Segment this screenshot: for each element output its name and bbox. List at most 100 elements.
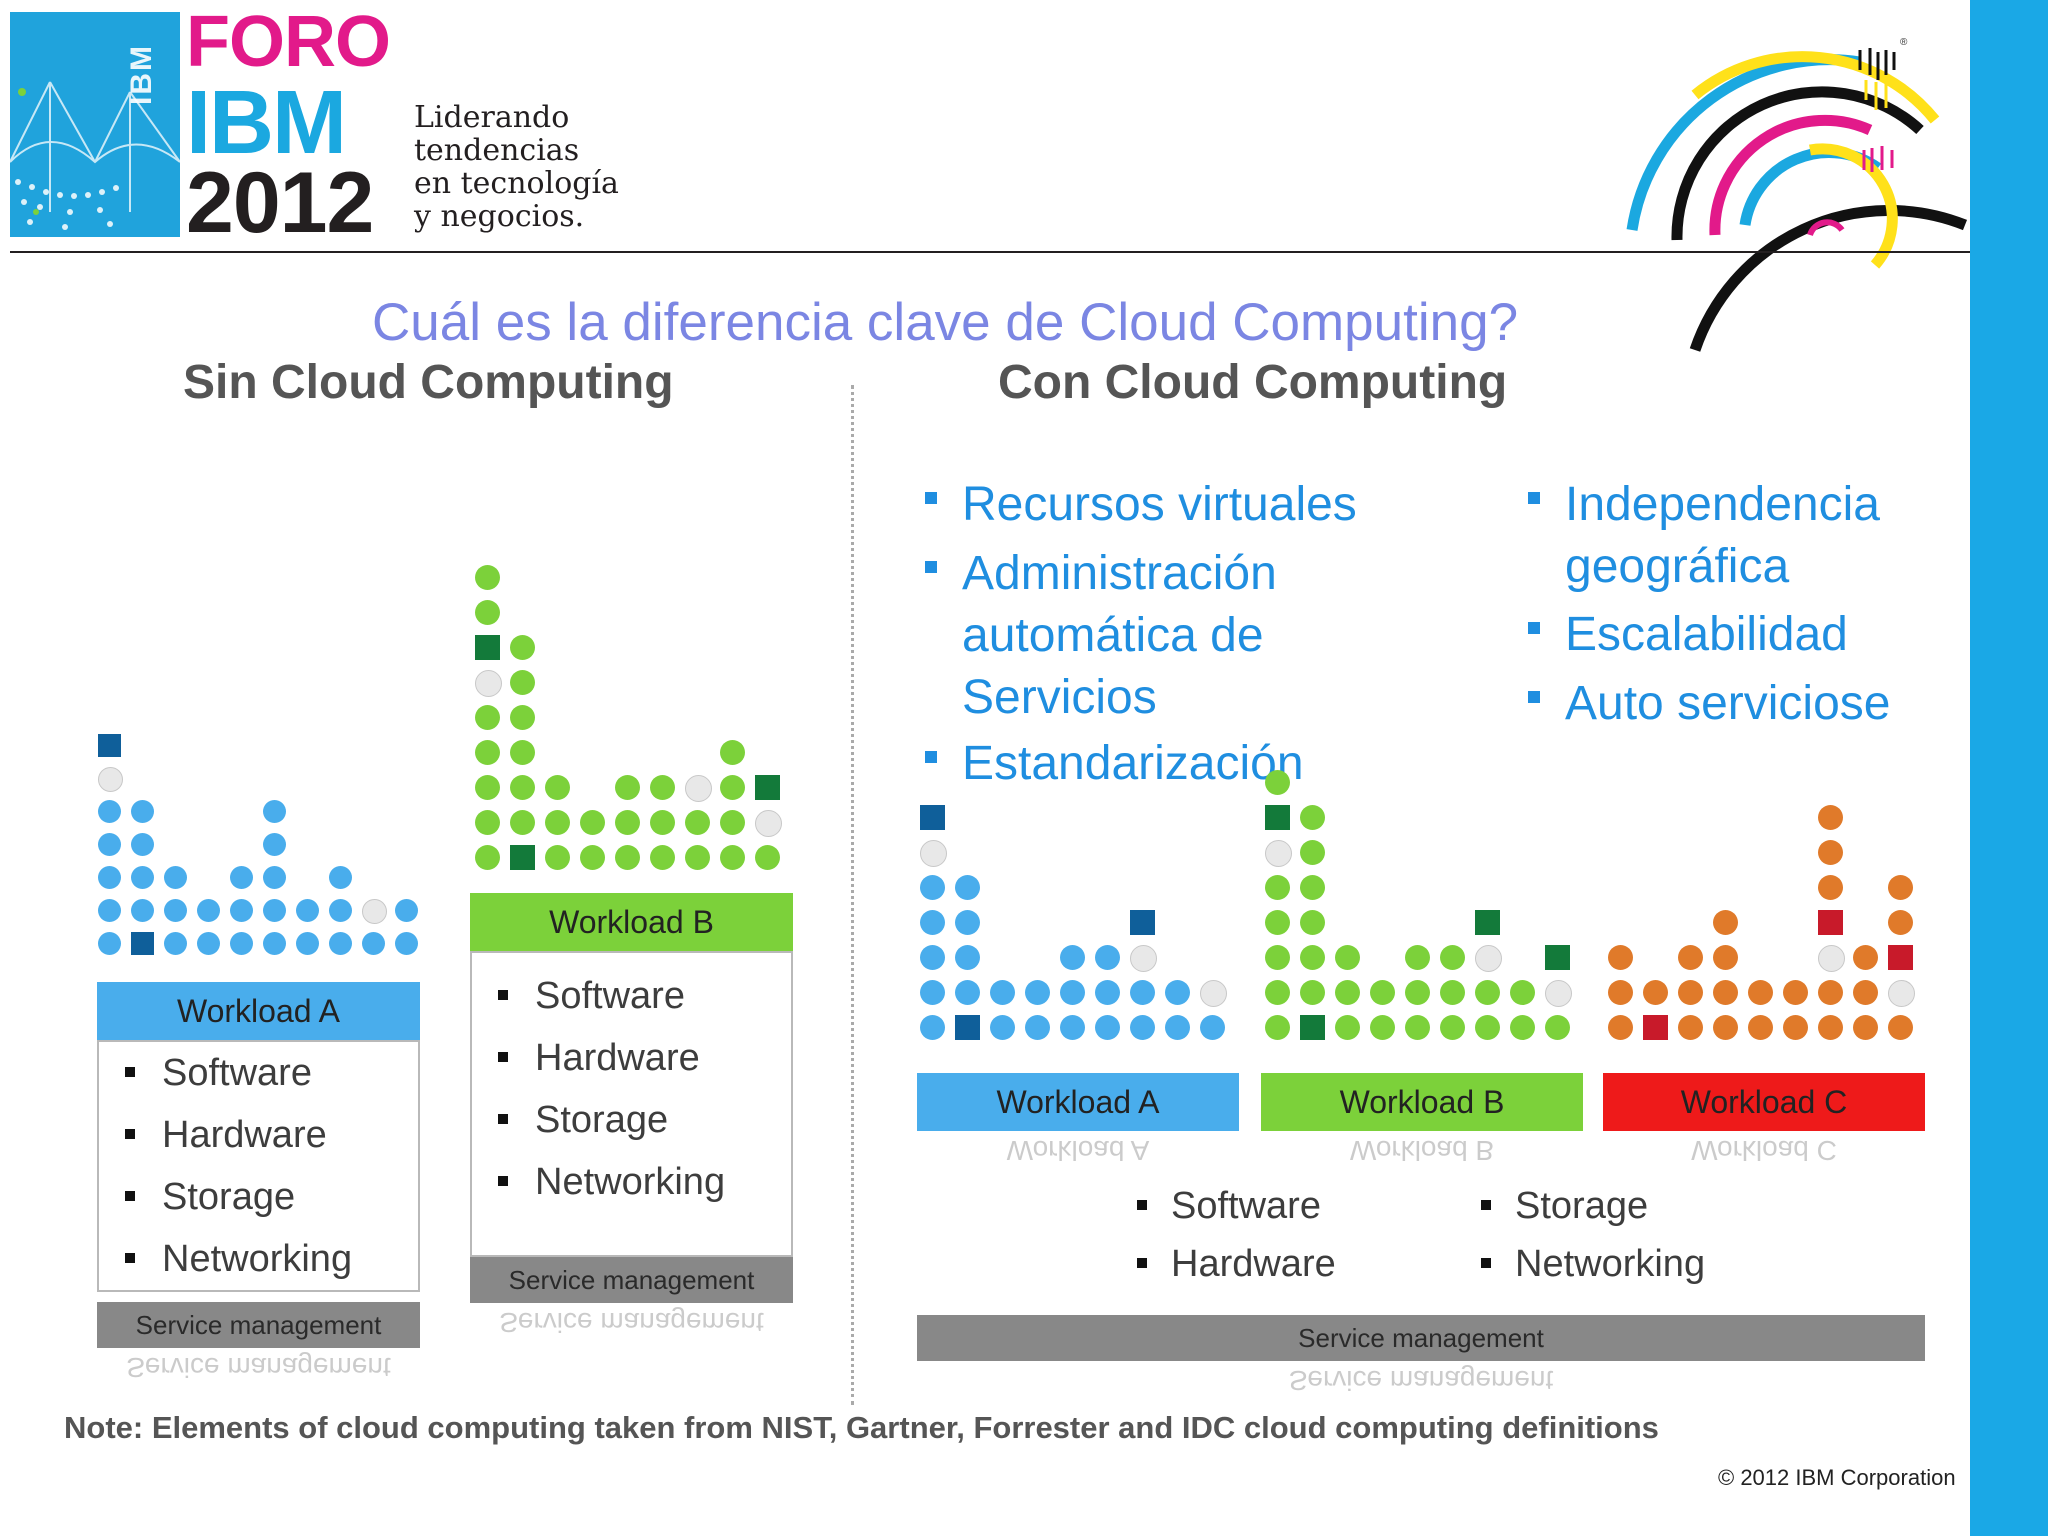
- resource-dot: [362, 899, 387, 924]
- resource-dot: [1783, 980, 1808, 1005]
- header-rule: [10, 251, 1970, 253]
- resource-dot: [1060, 980, 1085, 1005]
- resource-dot: [1853, 945, 1878, 970]
- resource-dot: [197, 932, 220, 955]
- resource-dot: [1475, 980, 1500, 1005]
- resource-dot: [1783, 1015, 1808, 1040]
- workload-a-resource-icons: [98, 730, 428, 965]
- resource-dot: [131, 932, 154, 955]
- resource-dot: [1510, 1015, 1535, 1040]
- resource-dot: [1265, 875, 1290, 900]
- resource-dot: [1265, 805, 1290, 830]
- resource-dot: [720, 740, 745, 765]
- workload-a-label: Workload A: [97, 982, 420, 1040]
- resource-dot: [1095, 1015, 1120, 1040]
- component-storage: Storage: [472, 1089, 791, 1151]
- resource-dot: [263, 932, 286, 955]
- resource-dot: [755, 845, 780, 870]
- bullet-icon: [1137, 1199, 1147, 1210]
- resource-dot: [1165, 1015, 1190, 1040]
- bullet-icon: [125, 1253, 135, 1263]
- resource-dot: [1713, 910, 1738, 935]
- resource-dot: [510, 635, 535, 660]
- resource-dot: [362, 932, 385, 955]
- resource-dot: [580, 845, 605, 870]
- bullet-icon: [498, 1114, 508, 1124]
- logo-foro-text: FORO: [186, 2, 391, 82]
- resource-dot: [955, 910, 980, 935]
- resource-dot: [475, 810, 500, 835]
- resource-dot: [510, 705, 535, 730]
- resource-dot: [1130, 980, 1155, 1005]
- bullet-square-icon: [1528, 622, 1540, 634]
- service-management-reflection: Service management: [1288, 1365, 1554, 1396]
- resource-dot: [1200, 980, 1227, 1007]
- resource-dot: [1545, 980, 1572, 1007]
- service-management-bar: Service management: [470, 1257, 793, 1303]
- resource-dot: [1713, 945, 1738, 970]
- resource-dot: [1545, 945, 1570, 970]
- bullet-icon: [125, 1067, 135, 1077]
- tagline-line: en tecnología: [414, 166, 619, 201]
- copyright: © 2012 IBM Corporation: [1718, 1465, 1956, 1490]
- resource-dot: [920, 1015, 945, 1040]
- resource-dot: [475, 775, 500, 800]
- foro-logo-image: [10, 12, 180, 237]
- resource-dot: [263, 800, 286, 823]
- resource-dot: [1888, 980, 1915, 1007]
- resource-dot: [329, 899, 352, 922]
- resource-dot: [1818, 875, 1843, 900]
- resource-dot: [545, 775, 570, 800]
- resource-dot: [1095, 980, 1120, 1005]
- workload-b-reflection: Workload B: [1349, 1135, 1495, 1166]
- ibm-arcs-logo: ®: [1626, 37, 1968, 352]
- resource-dot: [1818, 1015, 1843, 1040]
- resource-dot: [1265, 980, 1290, 1005]
- resource-dot: [164, 932, 187, 955]
- ibm-vertical-logo: IBM: [125, 44, 158, 105]
- resource-dot: [920, 980, 945, 1005]
- resource-dot: [1678, 980, 1703, 1005]
- resource-dot: [685, 810, 710, 835]
- page-title: Cuál es la diferencia clave de Cloud Com…: [372, 293, 1519, 352]
- logo-year-text: 2012: [186, 155, 374, 251]
- resource-dot: [755, 775, 780, 800]
- bullet-icon: [125, 1129, 135, 1139]
- resource-dot: [955, 980, 980, 1005]
- svg-text:®: ®: [1900, 37, 1908, 48]
- bullet-icon: [1137, 1257, 1147, 1268]
- component-hardware: Hardware: [1137, 1235, 1336, 1293]
- resource-dot: [720, 845, 745, 870]
- right-brand-bar: [1970, 0, 2048, 1536]
- resource-dot: [1888, 875, 1913, 900]
- resource-dot: [920, 875, 945, 900]
- workload-a-label: Workload A: [917, 1073, 1239, 1131]
- resource-dot: [1853, 1015, 1878, 1040]
- resource-dot: [1440, 1015, 1465, 1040]
- resource-dot: [1095, 945, 1120, 970]
- resource-dot: [1853, 980, 1878, 1005]
- component-storage: Storage: [1481, 1177, 1705, 1235]
- tagline-line: y negocios.: [414, 199, 585, 234]
- resource-dot: [296, 932, 319, 955]
- workload-c-resource-icons: [1608, 805, 1928, 1050]
- component-networking: Networking: [99, 1228, 418, 1290]
- workload-b-components: Software Hardware Storage Networking: [470, 951, 793, 1257]
- service-management-bar: Service management: [917, 1315, 1925, 1361]
- service-management-reflection: Service management: [499, 1307, 764, 1338]
- resource-dot: [955, 945, 980, 970]
- resource-dot: [1510, 980, 1535, 1005]
- bullet-square-icon: [925, 492, 937, 504]
- resource-dot: [1405, 980, 1430, 1005]
- feature-item: Independencia: [1528, 474, 1880, 536]
- resource-dot: [296, 899, 319, 922]
- resource-dot: [1300, 980, 1325, 1005]
- bullet-icon: [498, 1052, 508, 1062]
- resource-dot: [545, 810, 570, 835]
- resource-dot: [1643, 1015, 1668, 1040]
- resource-dot: [164, 866, 187, 889]
- resource-dot: [475, 740, 500, 765]
- logo-ibm-text: IBM: [186, 73, 347, 173]
- resource-dot: [1888, 1015, 1913, 1040]
- resource-dot: [1130, 1015, 1155, 1040]
